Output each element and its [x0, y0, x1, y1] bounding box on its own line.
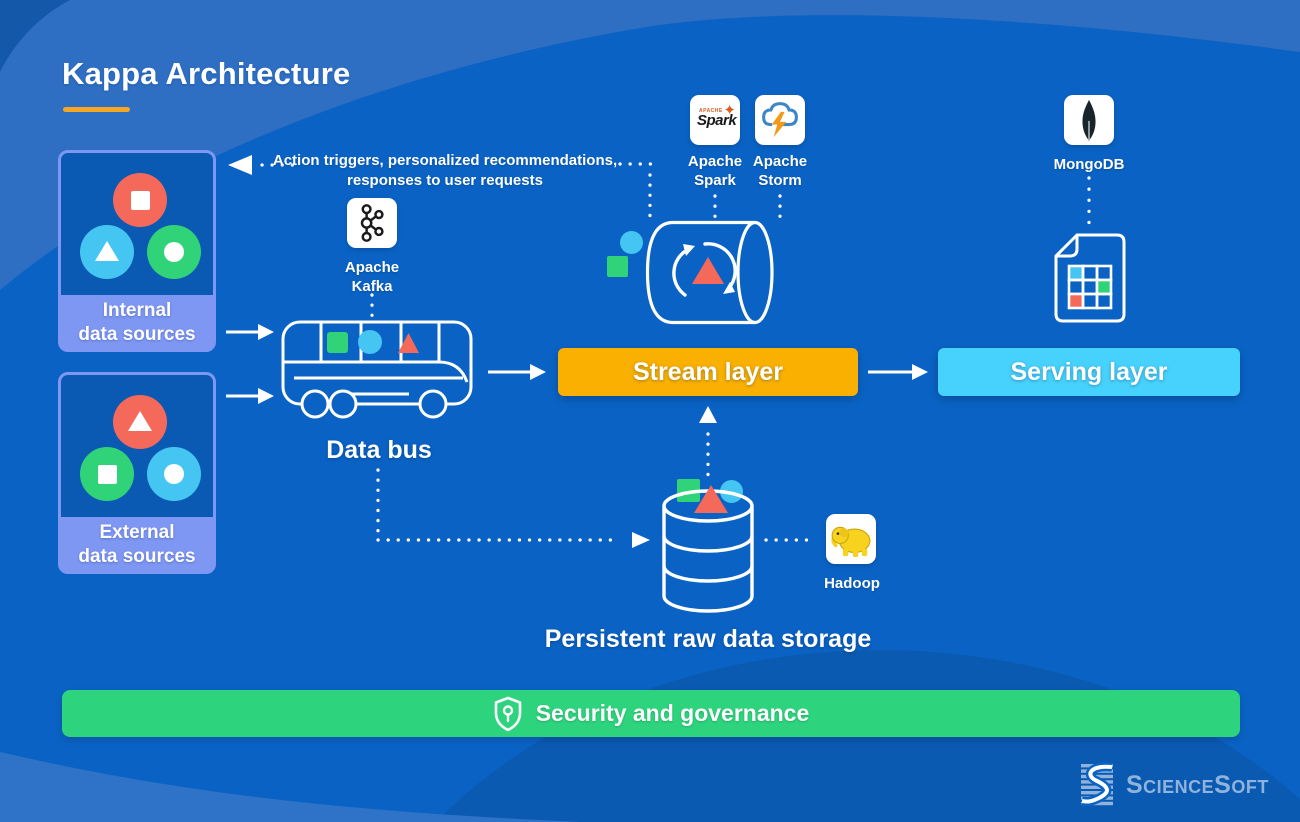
triangle-shape-icon	[113, 395, 167, 449]
hadoop-icon	[826, 514, 876, 564]
square-shape-icon	[113, 173, 167, 227]
storage-data-triangle	[694, 485, 728, 513]
internal-to-bus-arrow	[226, 324, 274, 340]
serving-document-icon	[1054, 233, 1126, 323]
stream-data-square	[607, 256, 628, 277]
apache-spark-icon: APACHE Spark ✦	[690, 95, 740, 145]
internal-data-sources-box: Internal data sources	[58, 150, 216, 352]
spark-logo-apache-text: APACHE	[699, 108, 723, 114]
feedback-line1: Action triggers, personalized recommenda…	[272, 152, 618, 169]
hadoop-elephant-icon	[831, 526, 871, 557]
storm-label: Apache Storm	[752, 153, 808, 189]
spark-label: Apache Spark	[687, 153, 743, 189]
kafka-logo-icon	[360, 204, 384, 242]
external-to-bus-arrow	[226, 388, 274, 404]
stream-to-serving-arrow	[868, 364, 928, 380]
circle-shape-icon	[147, 225, 201, 279]
external-sources-label: External data sources	[60, 517, 214, 572]
stream-layer-label: Stream layer	[632, 357, 784, 386]
shield-icon	[494, 696, 522, 731]
spark-star-icon: ✦	[723, 102, 736, 119]
apache-kafka-icon	[347, 198, 397, 248]
stream-data-circle	[620, 231, 643, 254]
feedback-line2: responses to user requests	[347, 172, 543, 189]
security-governance-label: Security and governance	[535, 700, 810, 726]
circle-shape-icon	[147, 447, 201, 501]
stream-to-feedback-dots	[618, 162, 654, 218]
serving-layer-label: Serving layer	[1010, 357, 1168, 386]
data-bus-icon	[281, 320, 473, 419]
storage-to-stream-arrow	[699, 406, 717, 480]
data-bus-label: Data bus	[326, 436, 432, 464]
mongodb-leaf-icon	[1082, 99, 1096, 141]
sciencesoft-logo-text: ScienceSoft	[1126, 770, 1269, 799]
persistent-storage-label: Persistent raw data storage	[544, 625, 872, 653]
hadoop-label: Hadoop	[824, 575, 880, 592]
sciencesoft-logo: ScienceSoft	[1078, 762, 1269, 808]
external-data-sources-box: External data sources	[58, 372, 216, 574]
square-shape-icon	[80, 447, 134, 501]
page-title: Kappa Architecture	[62, 56, 351, 91]
spark-logo-text: Spark	[697, 112, 737, 129]
security-governance-bar: Security and governance	[62, 690, 1240, 737]
title-underline	[63, 107, 130, 112]
feedback-arrow	[228, 155, 298, 175]
stream-layer-node: Stream layer	[558, 348, 858, 396]
feedback-note: Action triggers, personalized recommenda…	[240, 151, 650, 191]
stream-processing-icon	[645, 220, 774, 325]
mongodb-icon	[1064, 95, 1114, 145]
sciencesoft-logo-icon	[1081, 762, 1113, 807]
kafka-label: Apache Kafka	[344, 259, 400, 295]
serving-layer-node: Serving layer	[938, 348, 1240, 396]
storm-logo-icon	[762, 102, 798, 138]
triangle-shape-icon	[80, 225, 134, 279]
internal-sources-label: Internal data sources	[60, 295, 214, 350]
bus-to-storage-dots	[376, 468, 622, 542]
bus-to-storage-arrowhead	[632, 532, 650, 548]
mongodb-label: MongoDB	[1053, 156, 1125, 173]
bus-to-stream-arrow	[488, 364, 546, 380]
apache-storm-icon	[755, 95, 805, 145]
